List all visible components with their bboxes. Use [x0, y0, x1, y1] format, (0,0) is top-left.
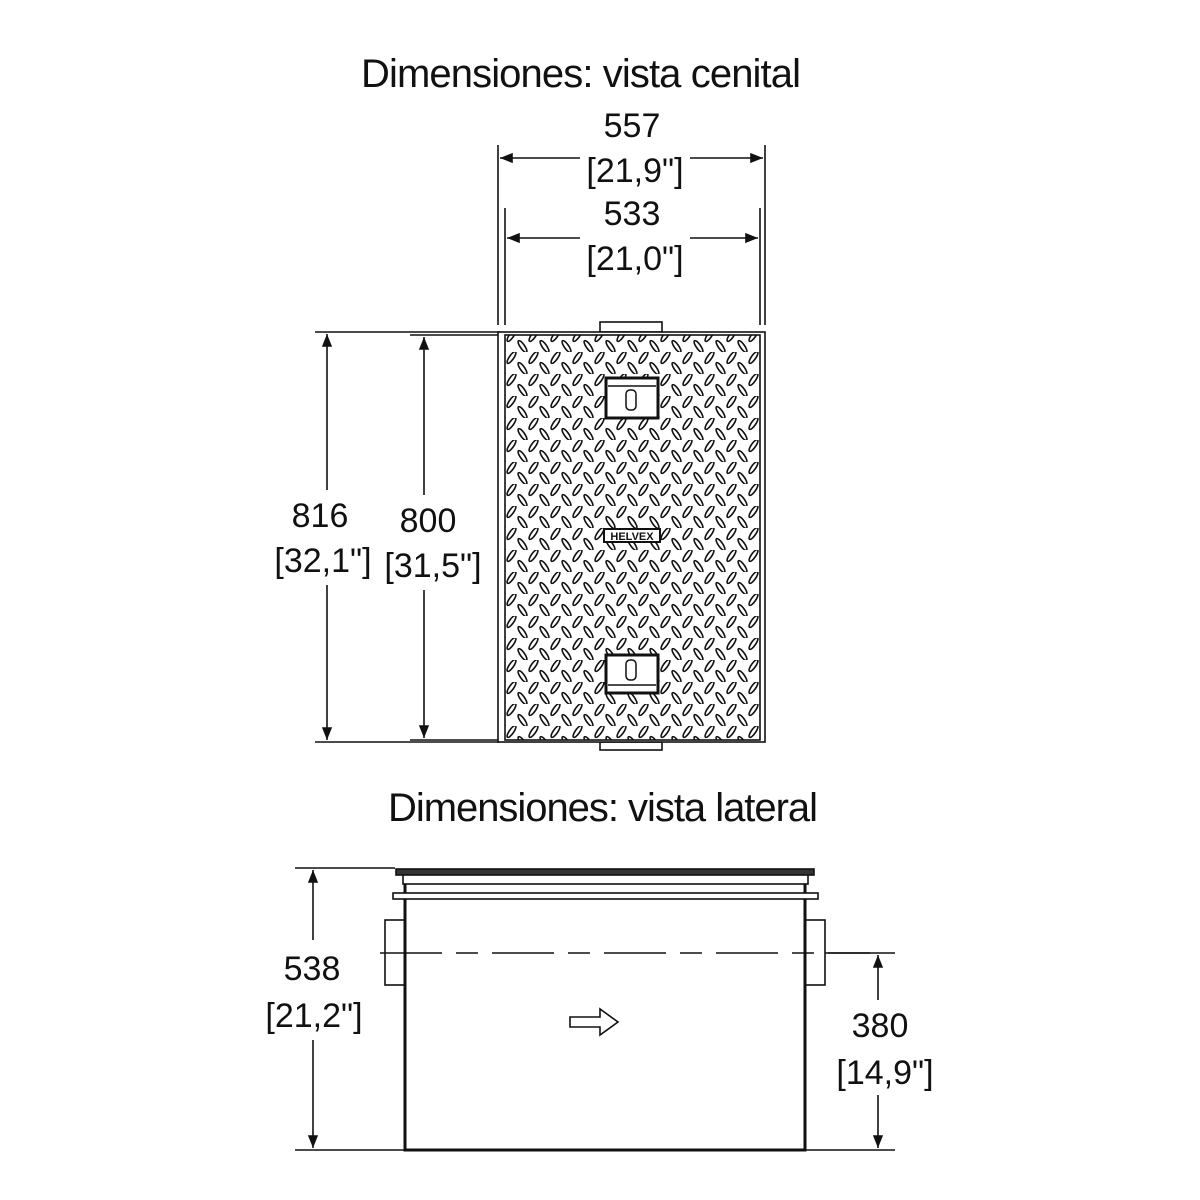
inlet-tab	[599, 321, 663, 333]
side-view-title: Dimensiones: vista lateral	[388, 786, 818, 830]
side-dimension-lines	[295, 867, 895, 1151]
outer-length-in: [32,1"]	[274, 542, 371, 580]
lid	[395, 868, 815, 876]
height-in: [21,2"]	[265, 997, 362, 1035]
outlet-tab	[599, 741, 663, 751]
top-view-title: Dimensiones: vista cenital	[361, 52, 801, 96]
inner-width-mm: 533	[604, 195, 661, 233]
inner-length-in: [31,5"]	[384, 547, 481, 585]
padlock-icon	[625, 659, 637, 681]
outlet-height-mm: 380	[852, 1007, 909, 1045]
width-dimension-lines	[315, 145, 766, 743]
latch-bottom	[604, 653, 660, 695]
inner-length-mm: 800	[400, 502, 457, 540]
logo-text: HELVEX	[610, 531, 654, 543]
helvex-logo	[603, 528, 661, 543]
outer-width-mm: 557	[604, 107, 661, 145]
height-mm: 538	[284, 950, 341, 988]
outer-length-mm: 816	[292, 497, 349, 535]
inner-width-in: [21,0"]	[586, 240, 683, 278]
padlock-icon	[625, 389, 637, 411]
flow-arrow-icon	[569, 1007, 620, 1037]
top-view-cover-plate: HELVEX	[497, 321, 766, 751]
side-view-tank	[380, 868, 870, 1152]
flange	[392, 892, 819, 900]
outer-width-in: [21,9"]	[586, 152, 683, 190]
latch-top	[604, 376, 660, 420]
outlet-height-in: [14,9"]	[836, 1054, 933, 1092]
